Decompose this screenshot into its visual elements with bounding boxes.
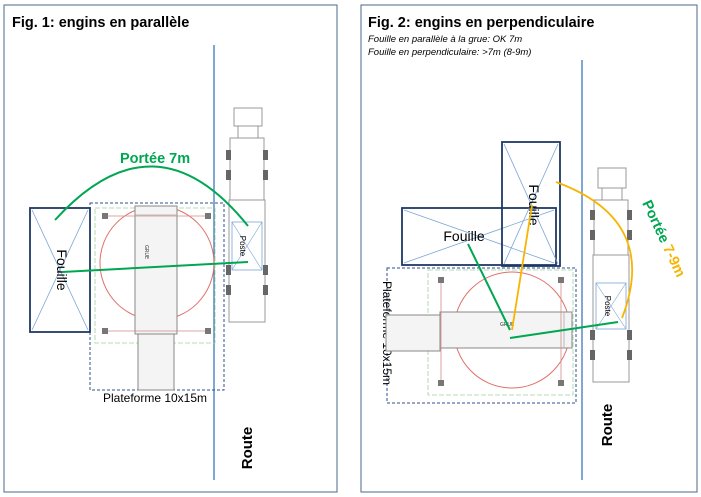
outrigger-pad [438, 380, 444, 386]
post-box [231, 221, 263, 271]
post-label: Poste [238, 236, 247, 257]
truck-cab [233, 107, 263, 127]
figure-2-border [360, 4, 698, 493]
outrigger-pad [438, 277, 444, 283]
crane-body [134, 205, 178, 335]
outrigger-pad [102, 328, 108, 334]
truck-wheel [627, 210, 632, 220]
crane-counterweight [137, 333, 175, 391]
truck-body [228, 199, 266, 323]
excavation-diagonal [503, 143, 559, 265]
truck-wheel [590, 230, 595, 240]
figure-2-note-2: Fouille en perpendiculaire: >7m (8-9m) [368, 47, 531, 58]
excavation-label: Fouille [443, 228, 484, 244]
excavation-label: Fouille [54, 249, 70, 290]
reach-label: Portée 7m [120, 151, 190, 167]
truck-fig1: Poste [226, 107, 268, 323]
outrigger-pad [205, 328, 211, 334]
truck-chassis [593, 199, 629, 256]
figure-1: Fig. 1: engins en parallèle Route Platef… [3, 4, 338, 493]
outrigger-pad [102, 213, 108, 219]
post-label: Poste [603, 296, 612, 317]
truck-wheel [263, 285, 268, 295]
truck-chassis [229, 137, 265, 201]
figure-2-note-1: Fouille en parallèle à la grue: OK 7m [368, 34, 522, 45]
post-diagonal [595, 282, 627, 330]
excavation-box [501, 141, 561, 267]
truck-wheel [226, 150, 231, 160]
figure-2-title: Fig. 2: engins en perpendiculaire [368, 15, 594, 31]
truck-cab-inner [237, 125, 259, 139]
truck-body [592, 254, 630, 383]
outrigger-pad [558, 380, 564, 386]
truck-wheel [263, 265, 268, 275]
road-label: Route [239, 427, 256, 470]
figure-2: Fig. 2: engins en perpendiculaire Fouill… [360, 4, 698, 493]
crane-tiny-text: GRUE [143, 245, 149, 259]
truck-fig2: Poste [590, 167, 632, 383]
truck-cab [597, 167, 627, 189]
truck-wheel [590, 350, 595, 360]
platform-label: Plateforme 10x15m [103, 391, 207, 405]
reach-arc-orange [555, 181, 634, 319]
crane-body [439, 311, 573, 349]
truck-wheel [263, 170, 268, 180]
truck-wheel [226, 265, 231, 275]
truck-wheel [627, 350, 632, 360]
truck-cab-inner [601, 187, 623, 201]
reach-line-orange [511, 204, 533, 331]
figure-1-title: Fig. 1: engins en parallèle [12, 15, 189, 31]
reach-line-green [467, 243, 511, 331]
reach-line [61, 261, 249, 273]
truck-wheel [263, 150, 268, 160]
crane-counterweight [385, 314, 441, 352]
truck-wheel [590, 330, 595, 340]
truck-wheel [226, 285, 231, 295]
truck-wheel [627, 230, 632, 240]
crane-parallel: GRUE [99, 205, 215, 391]
truck-wheel [590, 210, 595, 220]
crane-perpendicular: GRUE [385, 271, 573, 389]
truck-wheel [226, 170, 231, 180]
reach-line-green [509, 321, 619, 339]
excavation-label: Fouille [526, 184, 542, 225]
excavation-diagonal [31, 209, 89, 331]
reach-arc [54, 165, 249, 227]
truck-wheel [627, 330, 632, 340]
excavation-fig1: Fouille [29, 207, 91, 333]
road-label: Route [599, 404, 616, 447]
outrigger-pad [558, 277, 564, 283]
outrigger-pad [205, 213, 211, 219]
